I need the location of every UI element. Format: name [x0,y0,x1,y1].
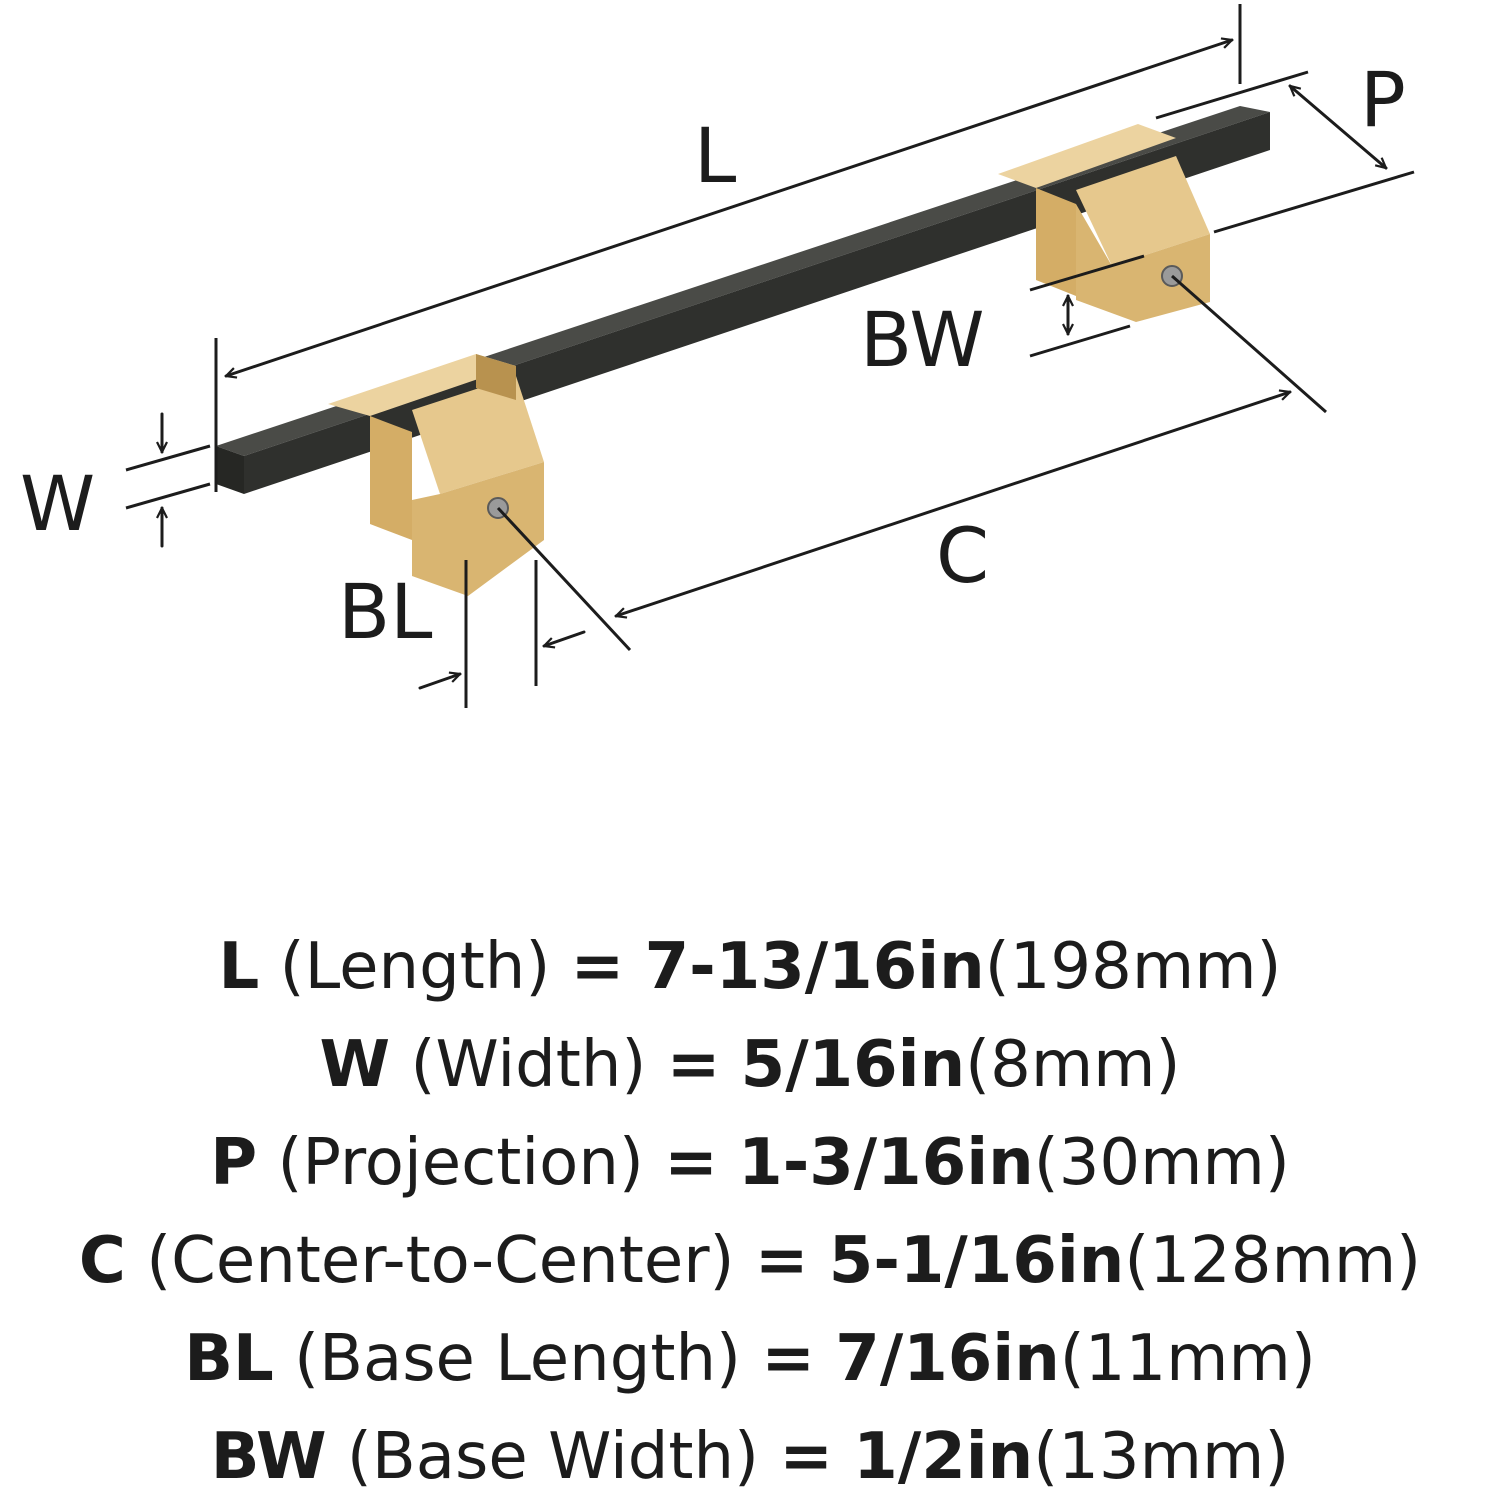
spec-metric: (11mm) [1059,1322,1316,1396]
dimension-diagram: L P BW W C BL [20,4,1415,708]
center-line-right [1171,274,1327,414]
spec-imperial: 7-13/16in [644,930,985,1004]
spec-equals: = [664,1126,718,1200]
base-length-arrow-right [542,630,586,646]
spec-name: (Center-to-Center) [146,1224,735,1298]
ext-line-proj-bottom [1213,170,1415,234]
spec-name: (Base Length) [294,1322,741,1396]
spec-imperial: 1/2in [853,1420,1034,1494]
spec-metric: (30mm) [1033,1126,1290,1200]
left-post-foot-top [412,376,544,494]
spec-projection: P (Projection) = 1-3/16in(30mm) [0,1114,1500,1212]
spec-code: BL [184,1322,274,1396]
label-base-length: BL [338,567,432,656]
spec-name: (Width) [410,1028,647,1102]
spec-center-to-center: C (Center-to-Center) = 5-1/16in(128mm) [0,1212,1500,1310]
spec-code: BW [210,1420,327,1494]
spec-imperial: 7/16in [835,1322,1060,1396]
spec-name: (Base Width) [346,1420,759,1494]
spec-imperial: 1-3/16in [738,1126,1034,1200]
spec-name: (Length) [279,930,551,1004]
spec-equals: = [779,1420,833,1494]
right-post-front [1036,188,1076,296]
spec-code: W [319,1028,391,1102]
spec-equals: = [666,1028,721,1102]
spec-equals: = [754,1224,809,1298]
label-width: W [20,459,95,548]
label-base-width: BW [860,295,985,384]
projection-dimension-arrow [1288,84,1388,170]
label-length: L [694,111,736,200]
length-dimension-arrow [224,40,1234,376]
ext-line-w-top [125,444,211,472]
spec-metric: (8mm) [965,1028,1181,1102]
center-dimension-arrow [614,392,1292,616]
label-center: C [936,511,989,600]
spec-name: (Projection) [277,1126,644,1200]
left-post-front [370,416,412,540]
spec-width: W (Width) = 5/16in(8mm) [0,1016,1500,1114]
spec-code: C [78,1224,126,1298]
spec-code: P [210,1126,258,1200]
ext-line-bw-bottom [1029,324,1131,358]
spec-metric: (198mm) [984,930,1282,1004]
spec-metric: (128mm) [1124,1224,1422,1298]
spec-code: L [218,930,260,1004]
dimension-spec-list: L (Length) = 7-13/16in(198mm) W (Width) … [0,918,1500,1506]
base-length-arrow-left [418,674,462,690]
spec-equals: = [761,1322,815,1396]
spec-base-length: BL (Base Length) = 7/16in(11mm) [0,1310,1500,1408]
ext-line-w-bottom [125,482,211,510]
spec-length: L (Length) = 7-13/16in(198mm) [0,918,1500,1016]
bar-front-face [216,446,244,494]
left-post-foot-front [412,462,544,596]
spec-imperial: 5/16in [740,1028,966,1102]
spec-equals: = [570,930,625,1004]
label-projection: P [1360,55,1406,144]
left-post [328,354,544,596]
spec-base-width: BW (Base Width) = 1/2in(13mm) [0,1408,1500,1506]
spec-imperial: 5-1/16in [828,1224,1125,1298]
center-line-left [496,506,632,652]
spec-metric: (13mm) [1033,1420,1290,1494]
